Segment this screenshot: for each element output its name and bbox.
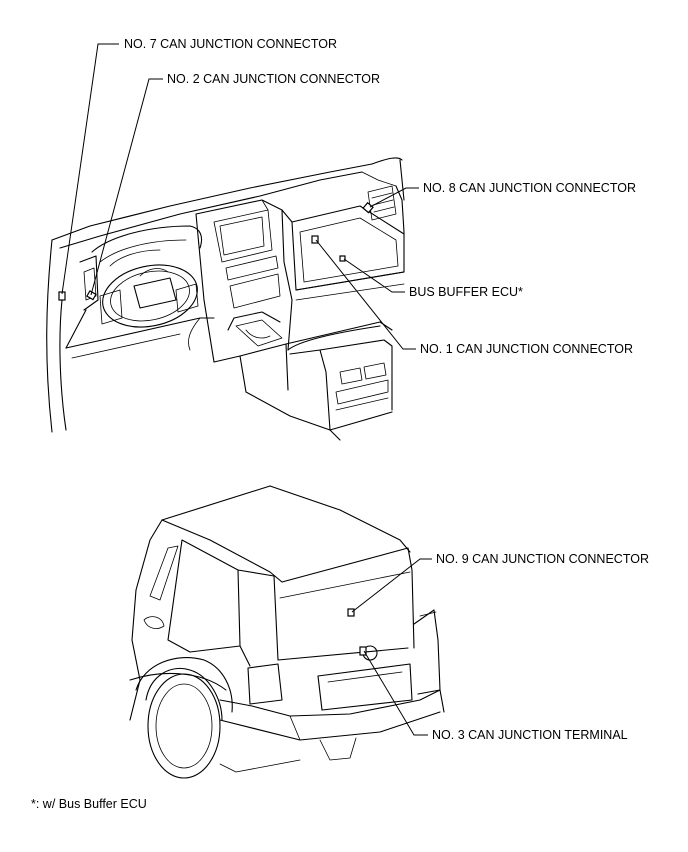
label-no7-can-junction-connector: NO. 7 CAN JUNCTION CONNECTOR (124, 37, 337, 51)
label-bus-buffer-ecu: BUS BUFFER ECU* (409, 285, 523, 299)
bus-buffer-mark (339, 255, 346, 262)
dashboard-illustration (46, 157, 405, 441)
leader-lines-top (61, 43, 419, 350)
no2-connector-mark (86, 290, 97, 301)
footnote: *: w/ Bus Buffer ECU (31, 797, 147, 811)
label-no9-can-junction-connector: NO. 9 CAN JUNCTION CONNECTOR (436, 552, 649, 566)
no1-connector-mark (311, 235, 319, 244)
no8-connector-mark (362, 201, 374, 214)
label-no2-can-junction-connector: NO. 2 CAN JUNCTION CONNECTOR (167, 72, 380, 86)
label-no3-can-junction-terminal: NO. 3 CAN JUNCTION TERMINAL (432, 728, 628, 742)
leader-lines-bottom (351, 558, 432, 736)
label-no1-can-junction-connector: NO. 1 CAN JUNCTION CONNECTOR (420, 342, 633, 356)
no3-terminal-mark (359, 646, 367, 656)
vehicle-rear-illustration (129, 485, 445, 779)
label-no8-can-junction-connector: NO. 8 CAN JUNCTION CONNECTOR (423, 181, 636, 195)
no9-connector-mark (347, 608, 355, 617)
